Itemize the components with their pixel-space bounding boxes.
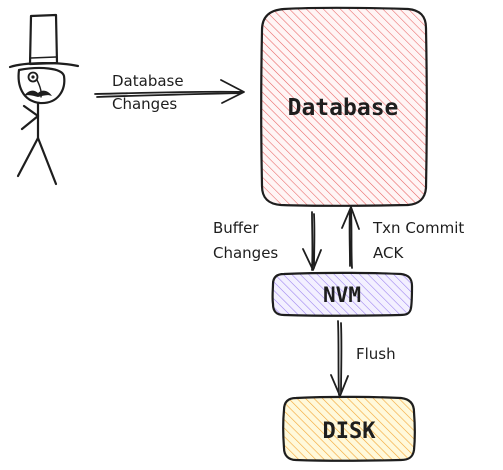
edge-nvm-to-database: Txn Commit ACK [341,206,464,269]
disk-node: DISK [282,395,416,462]
nvm-node: NVM [271,271,414,317]
disk-box [282,395,416,462]
edge-label-database-changes-line1: Database [112,72,184,90]
edge-database-to-nvm: Buffer Changes [213,211,322,271]
nvm-label: NVM [323,283,361,307]
edge-user-to-database: Database Changes [94,72,245,113]
edge-label-database-changes-line2: Changes [112,95,177,113]
arrow-down-icon [302,211,322,271]
arrow-right-icon [94,79,245,104]
edge-label-buffer-changes-line1: Buffer [213,219,259,237]
edge-label-txn-commit-line2: ACK [373,244,404,262]
database-label: Database [288,95,399,121]
nvm-box [271,271,414,317]
edge-nvm-to-disk: Flush [330,320,396,397]
database-node: Database [260,6,428,207]
database-box [260,6,428,207]
edge-label-flush: Flush [356,345,396,363]
arrow-down-icon [330,320,349,397]
disk-label: DISK [323,419,377,444]
edge-label-txn-commit-line1: Txn Commit [372,219,464,237]
gentleman-stick-figure-icon [8,13,80,186]
arrow-up-icon [341,206,360,269]
edge-label-buffer-changes-line2: Changes [213,244,278,262]
